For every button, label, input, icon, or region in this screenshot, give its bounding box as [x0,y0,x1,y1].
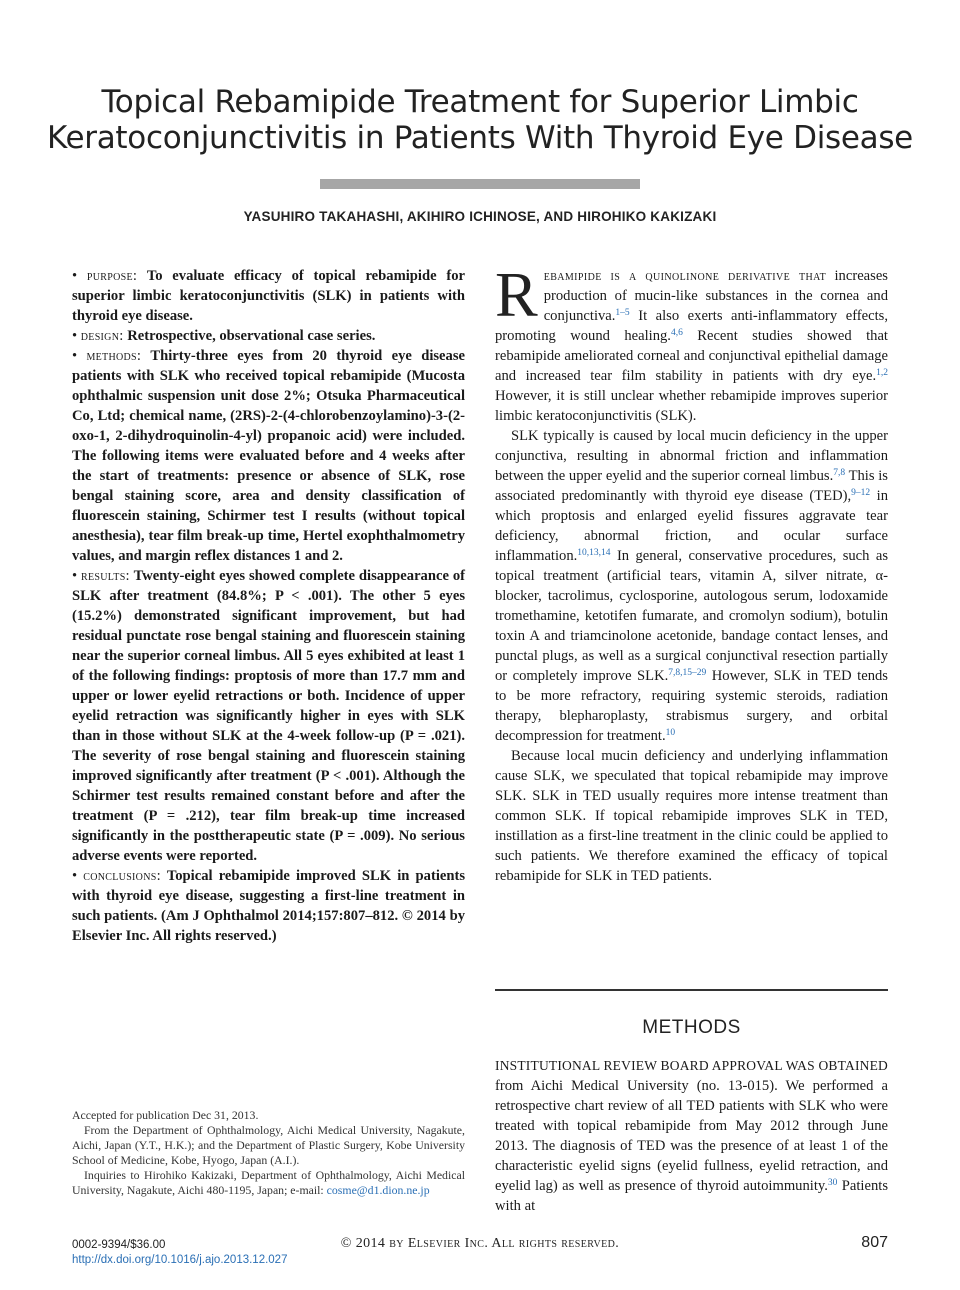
title-line-1: Topical Rebamipide Treatment for Superio… [101,84,859,120]
intro-paragraph-3: Because local mucin deficiency and under… [495,748,888,884]
inquiries-note: Inquiries to Hirohiko Kakizaki, Departme… [72,1168,465,1197]
results-label: results: [81,568,130,584]
methods-heading: METHODS [642,1017,741,1038]
methods-text: INSTITUTIONAL REVIEW BOARD APPROVAL WAS … [495,1056,888,1216]
affiliation-note: From the Department of Ophthalmology, Ai… [72,1123,465,1167]
drop-cap: R [495,259,538,330]
section-divider [495,989,888,991]
abstract-purpose: • purpose: To evaluate efficacy of topic… [72,268,465,324]
author-list: YASUHIRO TAKAHASHI, AKIHIRO ICHINOSE, AN… [243,209,717,224]
citation-link[interactable]: 9–12 [851,488,871,498]
accepted-note: Accepted for publication Dec 31, 2013. [72,1108,259,1122]
purpose-label: purpose: [86,268,138,284]
purpose-text: To evaluate efficacy of topical rebamipi… [72,268,465,324]
abstract-results: • results: Twenty-eight eyes showed comp… [72,568,465,864]
issn-price: 0002-9394/$36.00 [72,1239,166,1251]
citation-link[interactable]: 7,8 [833,468,846,478]
citation-link[interactable]: 1–5 [615,308,630,318]
footer-identifiers: 0002-9394/$36.00 http://dx.doi.org/10.10… [72,1238,287,1268]
page-number: 807 [861,1234,888,1251]
citation-link[interactable]: 10,13,14 [577,548,611,558]
abstract-design: • design: Retrospective, observational c… [72,328,376,344]
title-line-2: Keratoconjunctivitis in Patients With Th… [47,120,913,156]
citation-link[interactable]: 7,8,15–29 [668,668,707,678]
methods-paragraph: INSTITUTIONAL REVIEW BOARD APPROVAL WAS … [495,1058,888,1214]
article-footnotes: Accepted for publication Dec 31, 2013. F… [72,1108,465,1198]
methods-lead-in: INSTITUTIONAL REVIEW BOARD APPROVAL WAS … [495,1058,888,1073]
abstract: • purpose: To evaluate efficacy of topic… [72,266,465,946]
copyright-notice: © 2014 by Elsevier Inc. All rights reser… [340,1236,620,1251]
abstract-methods: • methods: Thirty-three eyes from 20 thy… [72,348,465,564]
citation-link[interactable]: 10 [665,728,676,738]
article-title: Topical Rebamipide Treatment for Superio… [40,84,920,156]
author-email-link[interactable]: cosme@d1.dion.ne.jp [326,1183,430,1197]
design-text: Retrospective, observational case series… [127,328,376,344]
methods-text: Thirty-three eyes from 20 thyroid eye di… [72,348,465,564]
results-text: Twenty-eight eyes showed complete disapp… [72,568,465,864]
doi-link[interactable]: http://dx.doi.org/10.1016/j.ajo.2013.12.… [72,1254,288,1266]
citation-link[interactable]: 30 [827,1178,838,1188]
conclusions-text: Topical rebamipide improved SLK in patie… [72,868,466,944]
intro-paragraph-2: SLK typically is caused by local mucin d… [495,428,888,744]
title-divider [320,179,640,189]
design-label: design: [80,328,124,344]
citation-link[interactable]: 1,2 [876,368,888,378]
abstract-conclusions: • conclusions: Topical rebamipide improv… [72,868,466,944]
citation-link[interactable]: 4,6 [670,328,683,338]
conclusions-label: conclusions: [83,868,161,884]
methods-label: methods: [86,348,142,364]
